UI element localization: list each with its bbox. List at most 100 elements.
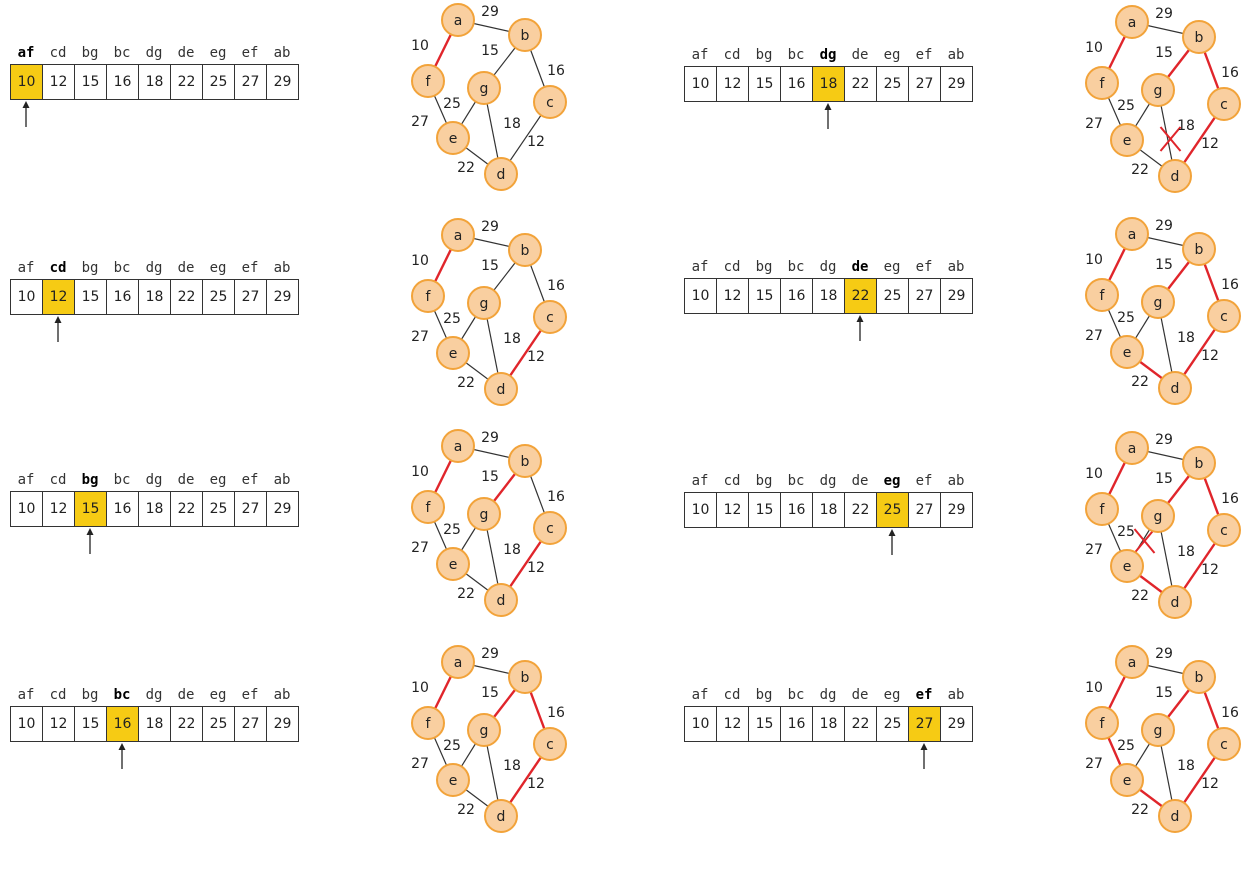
- node-b: b: [508, 660, 542, 694]
- node-label: g: [480, 507, 489, 523]
- node-label: a: [1128, 15, 1137, 31]
- node-f: f: [411, 490, 445, 524]
- weight-cell: 15: [749, 279, 781, 313]
- edge-name-label: dg: [145, 687, 163, 703]
- node-c: c: [533, 511, 567, 545]
- edge-name-label: bc: [787, 259, 805, 275]
- edge-weight-label: 12: [527, 776, 545, 792]
- node-label: d: [497, 593, 506, 609]
- edge-name-label: bg: [81, 687, 99, 703]
- edge-name-label: cd: [723, 687, 741, 703]
- node-b: b: [508, 444, 542, 478]
- node-label: c: [546, 95, 554, 111]
- edge-name-label: bc: [113, 260, 131, 276]
- node-label: b: [1195, 670, 1204, 686]
- edge-name-label: dg: [819, 47, 837, 63]
- edge-name-label: ab: [273, 45, 291, 61]
- edge-weight-label: 18: [1177, 544, 1195, 560]
- edge-weight-label: 16: [1221, 705, 1239, 721]
- edge-name-label: bg: [755, 473, 773, 489]
- edge-name-label: bg: [755, 259, 773, 275]
- weight-cell: 12: [43, 492, 75, 526]
- edge-weight-label: 29: [481, 646, 499, 662]
- node-label: g: [480, 296, 489, 312]
- edge-name-label: bg: [81, 260, 99, 276]
- edge-weight-label: 27: [411, 756, 429, 772]
- node-label: b: [521, 243, 530, 259]
- node-label: f: [426, 289, 432, 305]
- node-label: d: [497, 809, 506, 825]
- edge-weight-label: 15: [1155, 471, 1173, 487]
- node-label: a: [454, 439, 463, 455]
- weight-cell: 16: [781, 707, 813, 741]
- node-label: a: [1128, 227, 1137, 243]
- pointer-arrow-icon: [54, 316, 62, 342]
- edge-weight-label: 15: [481, 469, 499, 485]
- node-label: d: [1171, 809, 1180, 825]
- edge-weight-label: 29: [1155, 218, 1173, 234]
- node-d: d: [1158, 585, 1192, 619]
- edge-weight-label: 22: [1131, 374, 1149, 390]
- edge-name-label: af: [691, 47, 709, 63]
- edge-name-label: ef: [915, 259, 933, 275]
- node-d: d: [1158, 799, 1192, 833]
- node-e: e: [1110, 763, 1144, 797]
- weight-cell: 12: [43, 707, 75, 741]
- edge-weight-label: 22: [1131, 802, 1149, 818]
- weight-cell: 16: [107, 65, 139, 99]
- edge-weight-label: 12: [527, 134, 545, 150]
- edge-name-label: af: [17, 472, 35, 488]
- weight-cell: 18: [139, 280, 171, 314]
- node-label: e: [449, 773, 458, 789]
- edge-weight-label: 12: [1201, 562, 1219, 578]
- weight-cell: 16: [107, 492, 139, 526]
- node-g: g: [467, 497, 501, 531]
- node-d: d: [1158, 159, 1192, 193]
- pointer-arrow-icon: [86, 528, 94, 554]
- node-label: a: [1128, 655, 1137, 671]
- node-label: a: [1128, 441, 1137, 457]
- edge-weight-label: 15: [1155, 685, 1173, 701]
- rejected-edge-cross-icon: [1159, 126, 1182, 152]
- edge-name-label: dg: [819, 687, 837, 703]
- node-label: d: [497, 167, 506, 183]
- node-label: e: [1123, 345, 1132, 361]
- node-g: g: [467, 286, 501, 320]
- weight-cell: 22: [171, 492, 203, 526]
- node-e: e: [436, 763, 470, 797]
- node-a: a: [1115, 5, 1149, 39]
- edge-weight-label: 27: [1085, 542, 1103, 558]
- node-a: a: [441, 218, 475, 252]
- edge-weight-label: 22: [457, 160, 475, 176]
- edge-name-label: cd: [49, 687, 67, 703]
- node-d: d: [484, 799, 518, 833]
- edge-name-label: eg: [209, 472, 227, 488]
- node-d: d: [484, 372, 518, 406]
- node-label: e: [1123, 773, 1132, 789]
- edge-weight-label: 12: [527, 349, 545, 365]
- pointer-arrow-icon: [22, 101, 30, 127]
- edge-name-label: ab: [273, 687, 291, 703]
- node-c: c: [1207, 727, 1241, 761]
- weight-cell: 27: [235, 280, 267, 314]
- edge-weight-label: 29: [1155, 432, 1173, 448]
- weight-cell: 12: [717, 279, 749, 313]
- node-e: e: [436, 121, 470, 155]
- node-e: e: [436, 547, 470, 581]
- weight-cell: 15: [749, 493, 781, 527]
- pointer-arrow-icon: [888, 529, 896, 555]
- edge-weight-label: 18: [1177, 118, 1195, 134]
- node-b: b: [508, 233, 542, 267]
- edge-name-label: de: [851, 687, 869, 703]
